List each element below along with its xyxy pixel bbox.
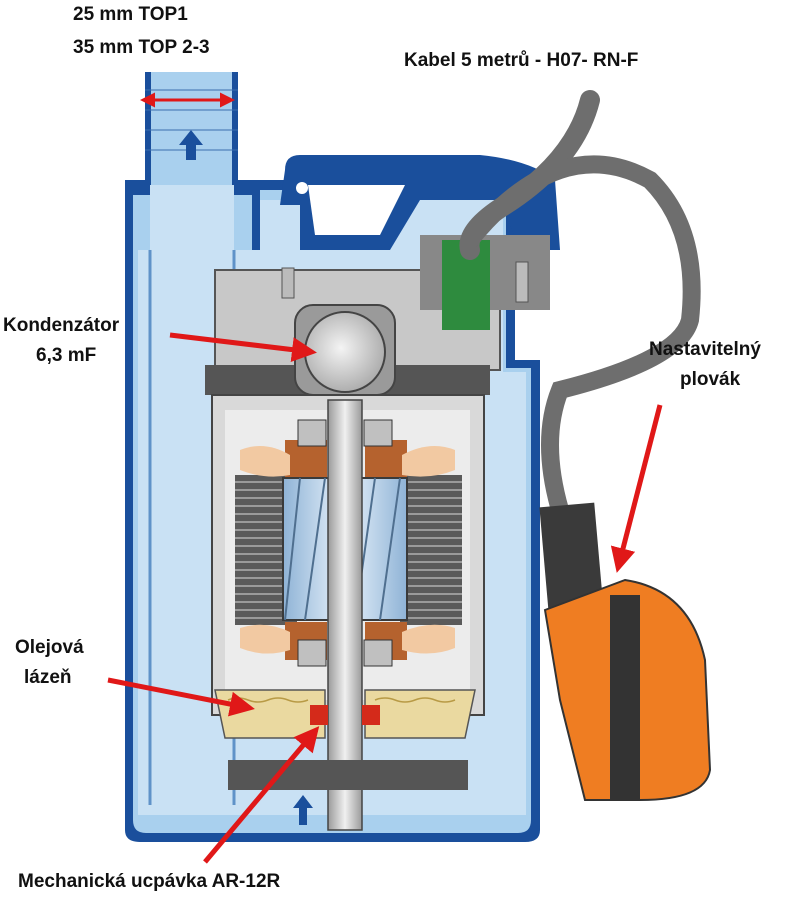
float-label-line1: Nastavitelný [649,339,761,360]
cable-label: Kabel 5 metrů - H07- RN-F [404,50,639,71]
seal-label: Mechanická ucpávka AR-12R [18,871,281,892]
mechanical-seal [310,705,380,725]
seal-pointer-arrow [203,726,320,864]
outlet-size-top23-label: 35 mm TOP 2-3 [73,37,210,58]
stator [235,475,462,625]
oil-label-line2: lázeň [24,667,72,688]
oil-pointer-arrow [107,677,255,717]
carry-handle [280,155,560,250]
capacitor-label-line2: 6,3 mF [36,345,97,366]
inlet-flow-arrow-icon [293,795,313,825]
impeller [228,760,468,790]
capacitor-pointer-arrow [169,332,317,363]
flow-up-arrow-icon [179,130,203,160]
bearings [297,419,393,667]
float-switch [539,502,712,801]
float-pointer-arrow [610,404,663,573]
motor-shaft [327,399,363,831]
oil-label-line1: Olejová [15,637,84,658]
outlet-size-top1-label: 25 mm TOP1 [73,4,188,25]
capacitor-label-line1: Kondenzátor [3,315,120,336]
float-label-line2: plovák [680,369,741,390]
